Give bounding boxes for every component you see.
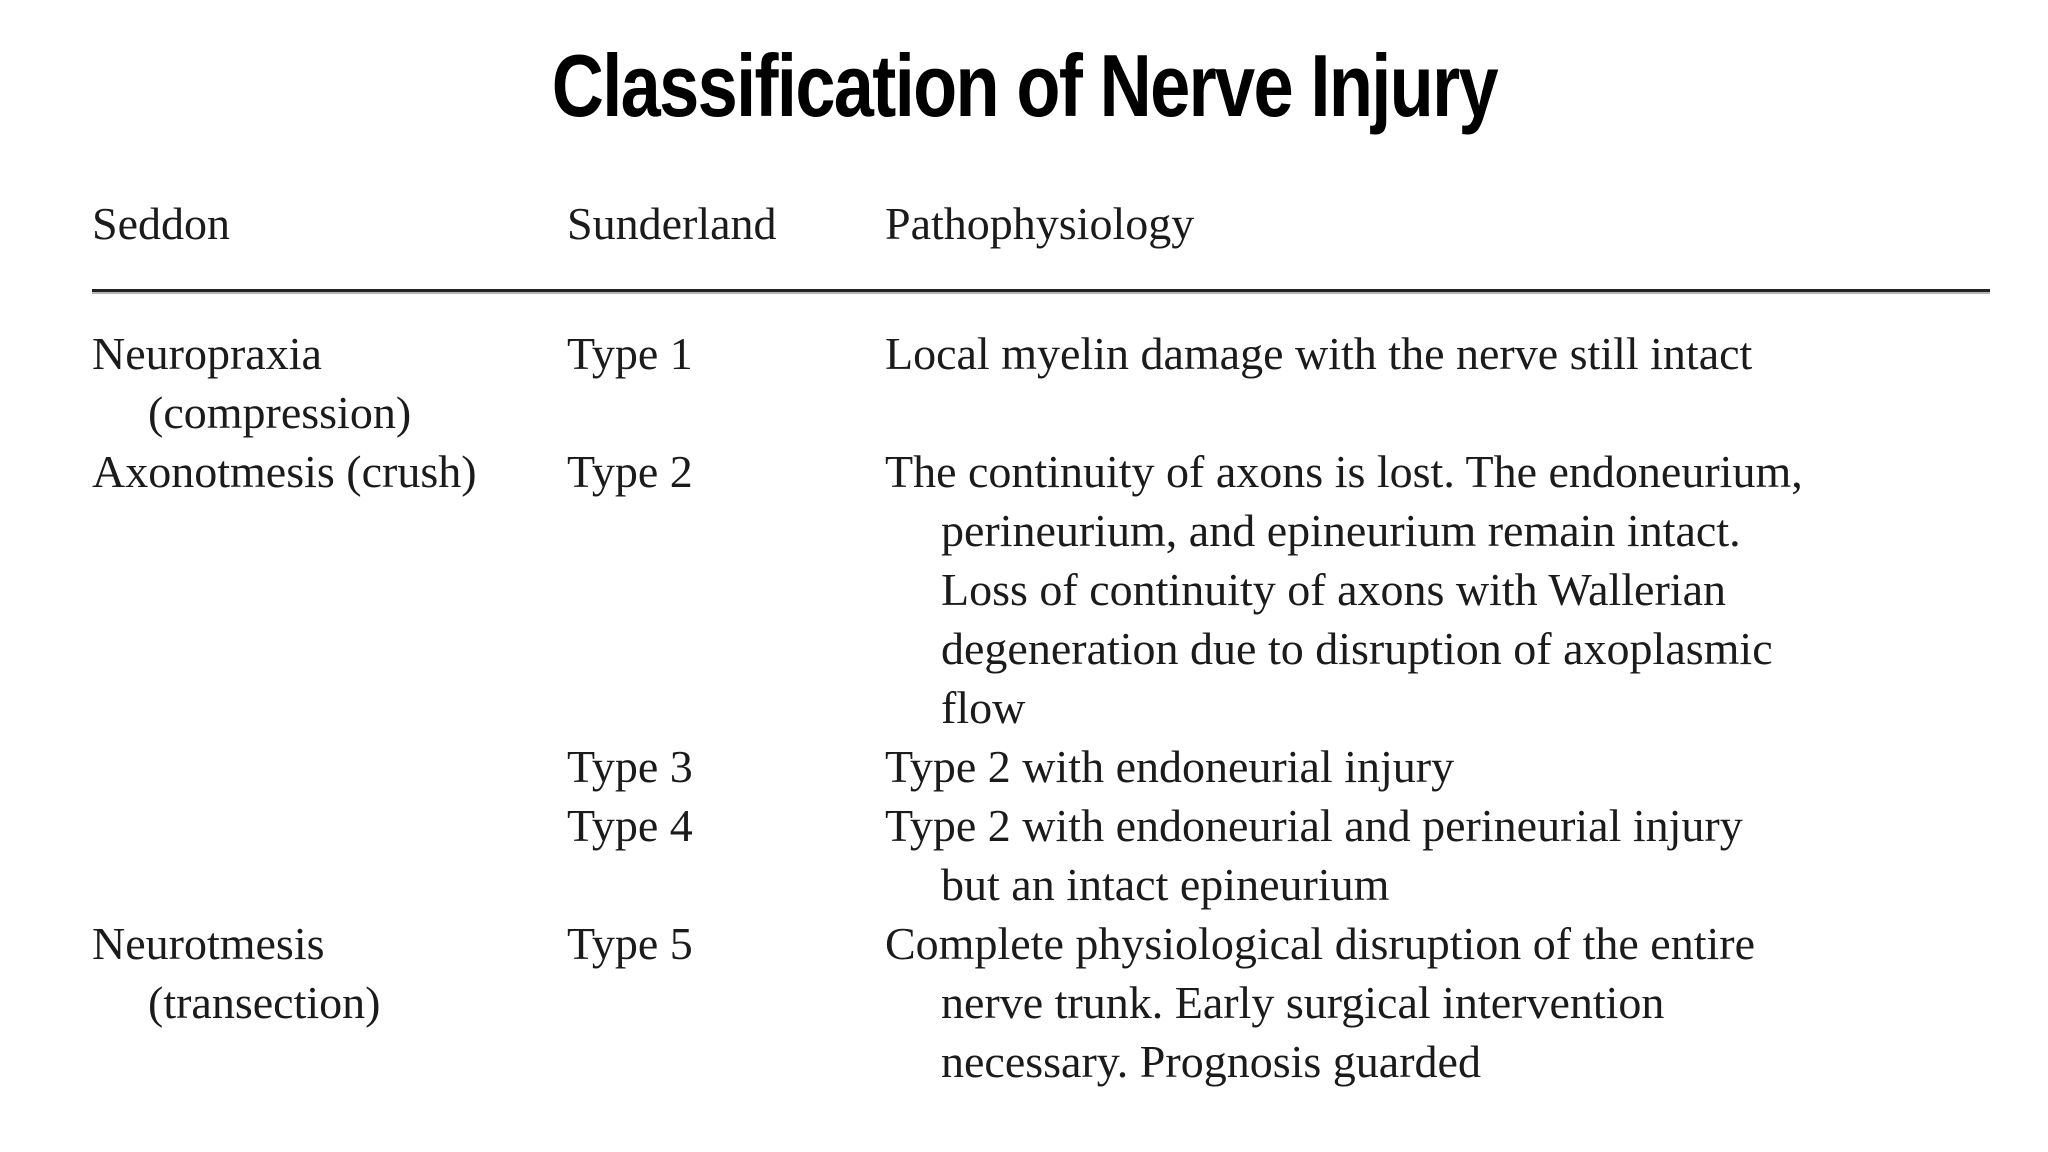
table-row: Type 3 Type 2 with endoneurial injury <box>92 737 1990 796</box>
cell-pathophysiology: Complete physiological disruption of the… <box>885 918 1756 1087</box>
cell-sunderland: Type 3 <box>567 741 693 792</box>
table-body: Neuropraxia (compression) Type 1 Local mye… <box>92 324 1990 1091</box>
column-header-sunderland: Sunderland <box>567 198 777 249</box>
cell-seddon: Neurotmesis (transection) <box>92 918 381 1028</box>
cell-sunderland: Type 1 <box>567 328 693 379</box>
cell-sunderland: Type 4 <box>567 800 693 851</box>
title-container: Classification of Nerve Injury <box>0 36 2048 136</box>
table-row: Neuropraxia (compression) Type 1 Local mye… <box>92 324 1990 442</box>
classification-table: Seddon Sunderland Pathophysiology Neurop… <box>92 194 1990 1091</box>
cell-pathophysiology: The continuity of axons is lost. The end… <box>885 446 1803 733</box>
header-divider <box>92 289 1990 294</box>
cell-pathophysiology: Local myelin damage with the nerve still… <box>885 328 1753 379</box>
table-row: Neurotmesis (transection) Type 5 Complete … <box>92 914 1990 1091</box>
cell-seddon: Axonotmesis (crush) <box>92 446 477 497</box>
table-row: Axonotmesis (crush) Type 2 The continuity … <box>92 442 1990 737</box>
cell-sunderland: Type 5 <box>567 918 693 969</box>
column-header-pathophysiology: Pathophysiology <box>885 198 1195 249</box>
column-header-seddon: Seddon <box>92 198 230 249</box>
page-title: Classification of Nerve Injury <box>551 36 1498 135</box>
table-row: Type 4 Type 2 with endoneurial and perine… <box>92 796 1990 914</box>
table-header-row: Seddon Sunderland Pathophysiology <box>92 194 1990 253</box>
cell-pathophysiology: Type 2 with endoneurial and perineurial … <box>885 800 1743 910</box>
cell-pathophysiology: Type 2 with endoneurial injury <box>885 741 1455 792</box>
cell-sunderland: Type 2 <box>567 446 693 497</box>
cell-seddon: Neuropraxia (compression) <box>92 328 412 438</box>
